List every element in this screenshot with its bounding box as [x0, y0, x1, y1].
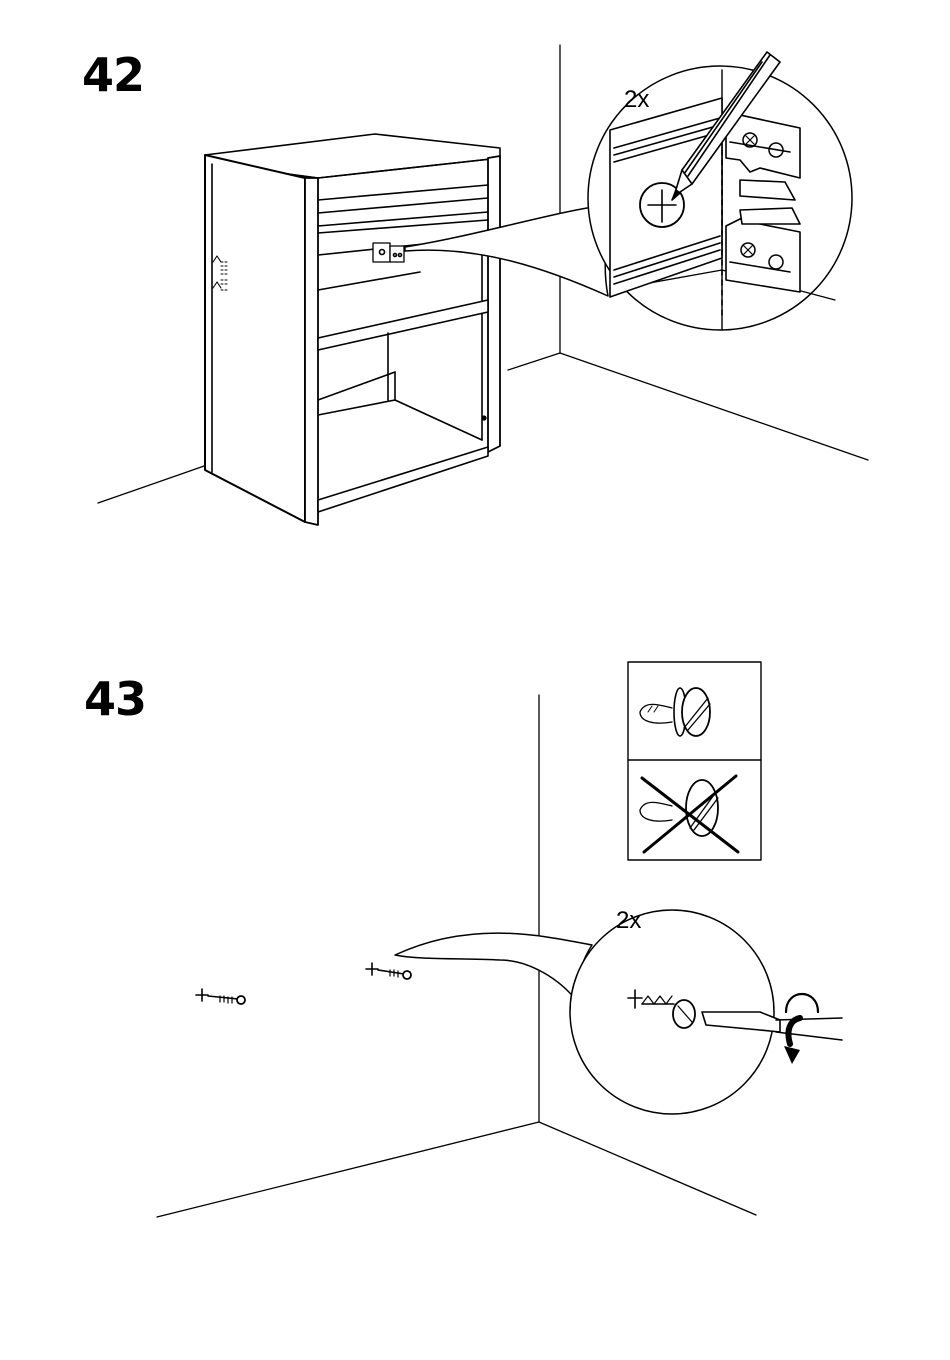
callout-arm-43	[395, 933, 592, 1000]
callout-arm-42	[405, 205, 609, 296]
screw-icon	[366, 963, 411, 979]
step-43-illustration: 2x	[157, 662, 842, 1217]
step-42-illustration: 2x	[98, 45, 868, 525]
screw-detail: 2x	[570, 907, 842, 1114]
cabinet-drawing	[205, 134, 500, 525]
screw-orientation-boxes	[628, 662, 761, 860]
screw-icon	[196, 989, 245, 1004]
quantity-label-43: 2x	[616, 907, 641, 934]
quantity-label-42: 2x	[624, 86, 649, 113]
rotate-arrow-icon	[784, 994, 818, 1064]
wall-bracket-detail: 2x	[588, 52, 852, 330]
